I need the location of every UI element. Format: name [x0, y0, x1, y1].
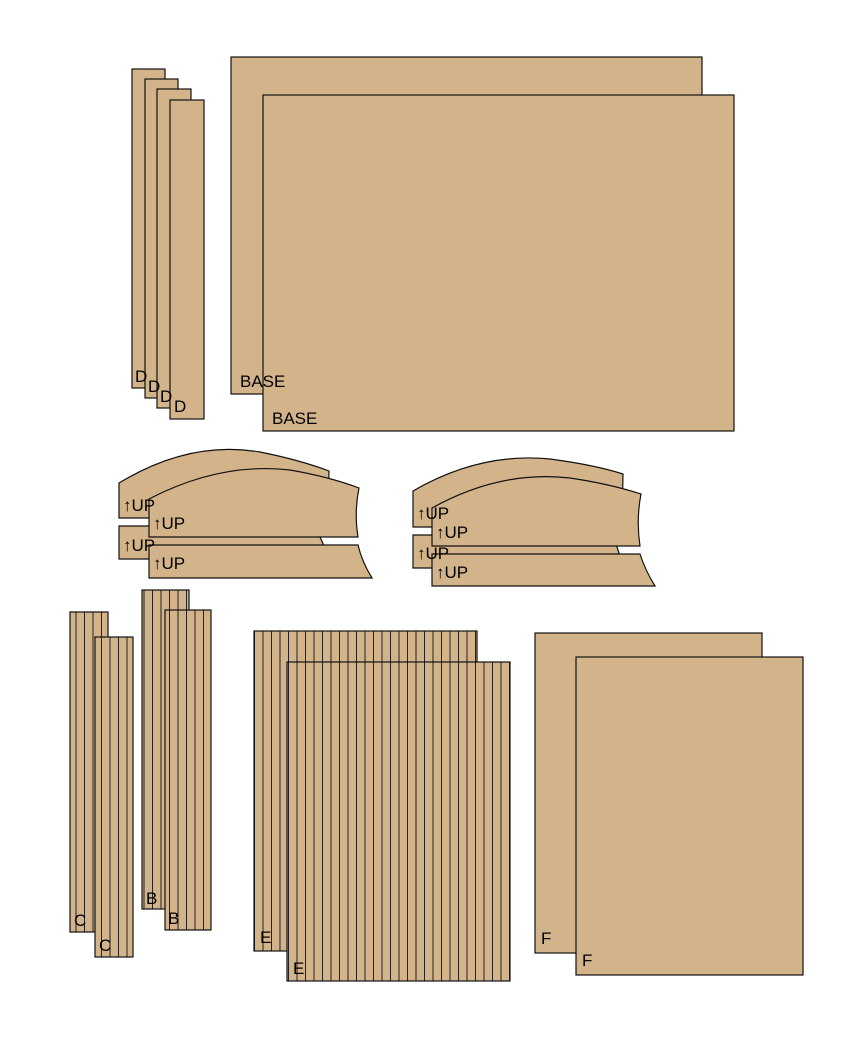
piece-label: D [160, 387, 172, 406]
piece-up-curved-front-left [148, 468, 360, 538]
piece-d-4 [169, 99, 205, 420]
piece-label: ↑UP [123, 496, 155, 515]
piece-label: ↑UP [153, 554, 185, 573]
piece-label: D [148, 377, 160, 396]
piece-b-2 [164, 609, 212, 931]
piece-up-strip-front-left [148, 544, 374, 579]
pieces-layer [69, 56, 804, 982]
piece-label: E [293, 959, 304, 978]
piece-label: ↑UP [123, 536, 155, 555]
piece-label: D [174, 397, 186, 416]
piece-label: ↑UP [153, 514, 185, 533]
piece-label: B [168, 909, 179, 928]
piece-up-curved-front-right [431, 476, 642, 547]
piece-up-strip-front-right [431, 553, 657, 587]
piece-e-2 [286, 661, 511, 982]
piece-label: ↑UP [417, 504, 449, 523]
piece-label: BASE [272, 409, 317, 428]
piece-label: D [135, 367, 147, 386]
piece-label: ↑UP [417, 544, 449, 563]
piece-label: C [99, 936, 111, 955]
piece-label: ↑UP [436, 563, 468, 582]
piece-f-2 [575, 656, 804, 976]
piece-label: F [541, 929, 551, 948]
piece-label: B [146, 889, 157, 908]
piece-label: E [260, 928, 271, 947]
piece-c-2 [94, 636, 134, 958]
piece-label: BASE [240, 372, 285, 391]
piece-label: ↑UP [436, 523, 468, 542]
piece-base-2 [262, 94, 735, 432]
piece-label: F [582, 951, 592, 970]
labels-layer: D D D D BASE BASE ↑UP ↑UP ↑UP ↑UP ↑UP ↑U… [74, 367, 592, 978]
piece-label: C [74, 911, 86, 930]
